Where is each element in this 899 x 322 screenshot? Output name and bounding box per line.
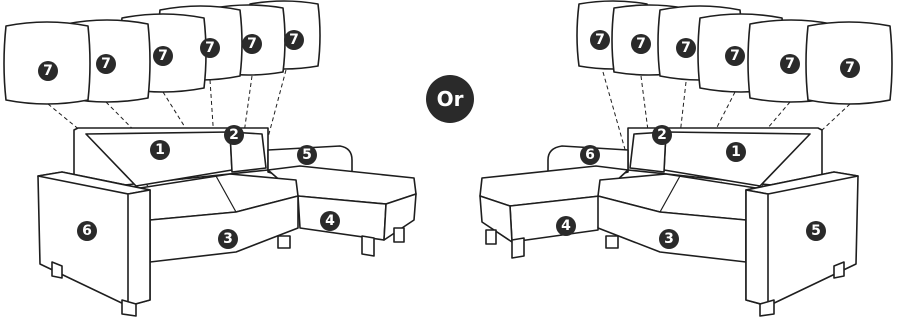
svg-text:7: 7 bbox=[43, 63, 53, 79]
svg-text:7: 7 bbox=[785, 56, 795, 72]
right-badge-3: 3 bbox=[659, 229, 679, 249]
left-badge-6: 6 bbox=[77, 221, 97, 241]
right-badge-2: 2 bbox=[652, 125, 672, 145]
right-sofa bbox=[480, 128, 858, 316]
svg-text:7: 7 bbox=[636, 36, 646, 52]
svg-text:7: 7 bbox=[101, 56, 111, 72]
left-badge-7e: 7 bbox=[242, 34, 262, 54]
left-badge-1: 1 bbox=[150, 140, 170, 160]
left-badge-4: 4 bbox=[320, 211, 340, 231]
or-separator: Or bbox=[426, 75, 474, 123]
right-badge-7a: 7 bbox=[590, 30, 610, 50]
left-badge-3: 3 bbox=[218, 229, 238, 249]
svg-text:1: 1 bbox=[731, 144, 741, 160]
svg-text:4: 4 bbox=[325, 213, 335, 229]
left-configuration: 7 7 7 7 7 7 1 2 5 3 4 6 bbox=[4, 1, 416, 316]
right-badge-6: 6 bbox=[580, 145, 600, 165]
or-label: Or bbox=[437, 87, 464, 111]
left-badge-7f: 7 bbox=[284, 30, 304, 50]
svg-text:6: 6 bbox=[585, 147, 595, 163]
svg-text:3: 3 bbox=[223, 231, 233, 247]
left-badge-5: 5 bbox=[297, 145, 317, 165]
svg-text:6: 6 bbox=[82, 223, 92, 239]
svg-text:7: 7 bbox=[205, 40, 215, 56]
svg-text:7: 7 bbox=[595, 32, 605, 48]
left-badge-7a: 7 bbox=[38, 61, 58, 81]
right-badge-7f: 7 bbox=[840, 58, 860, 78]
right-badge-4: 4 bbox=[556, 216, 576, 236]
right-badge-5: 5 bbox=[806, 221, 826, 241]
svg-text:2: 2 bbox=[229, 127, 239, 143]
right-configuration: 7 7 7 7 7 7 2 1 6 4 3 5 bbox=[480, 1, 892, 316]
svg-text:7: 7 bbox=[247, 36, 257, 52]
right-badge-7d: 7 bbox=[725, 46, 745, 66]
left-sofa bbox=[38, 128, 416, 316]
right-badge-7c: 7 bbox=[676, 38, 696, 58]
left-badge-7d: 7 bbox=[200, 38, 220, 58]
right-badge-7e: 7 bbox=[780, 54, 800, 74]
svg-text:5: 5 bbox=[302, 147, 312, 163]
left-badge-7b: 7 bbox=[96, 54, 116, 74]
left-badge-7c: 7 bbox=[153, 46, 173, 66]
svg-text:2: 2 bbox=[657, 127, 667, 143]
right-badge-7b: 7 bbox=[631, 34, 651, 54]
svg-text:7: 7 bbox=[730, 48, 740, 64]
svg-text:3: 3 bbox=[664, 231, 674, 247]
left-badge-2: 2 bbox=[224, 125, 244, 145]
svg-text:4: 4 bbox=[561, 218, 571, 234]
svg-text:7: 7 bbox=[845, 60, 855, 76]
svg-text:5: 5 bbox=[811, 223, 821, 239]
svg-text:7: 7 bbox=[158, 48, 168, 64]
svg-text:7: 7 bbox=[289, 32, 299, 48]
svg-text:1: 1 bbox=[155, 142, 165, 158]
right-badge-1: 1 bbox=[726, 142, 746, 162]
svg-text:7: 7 bbox=[681, 40, 691, 56]
